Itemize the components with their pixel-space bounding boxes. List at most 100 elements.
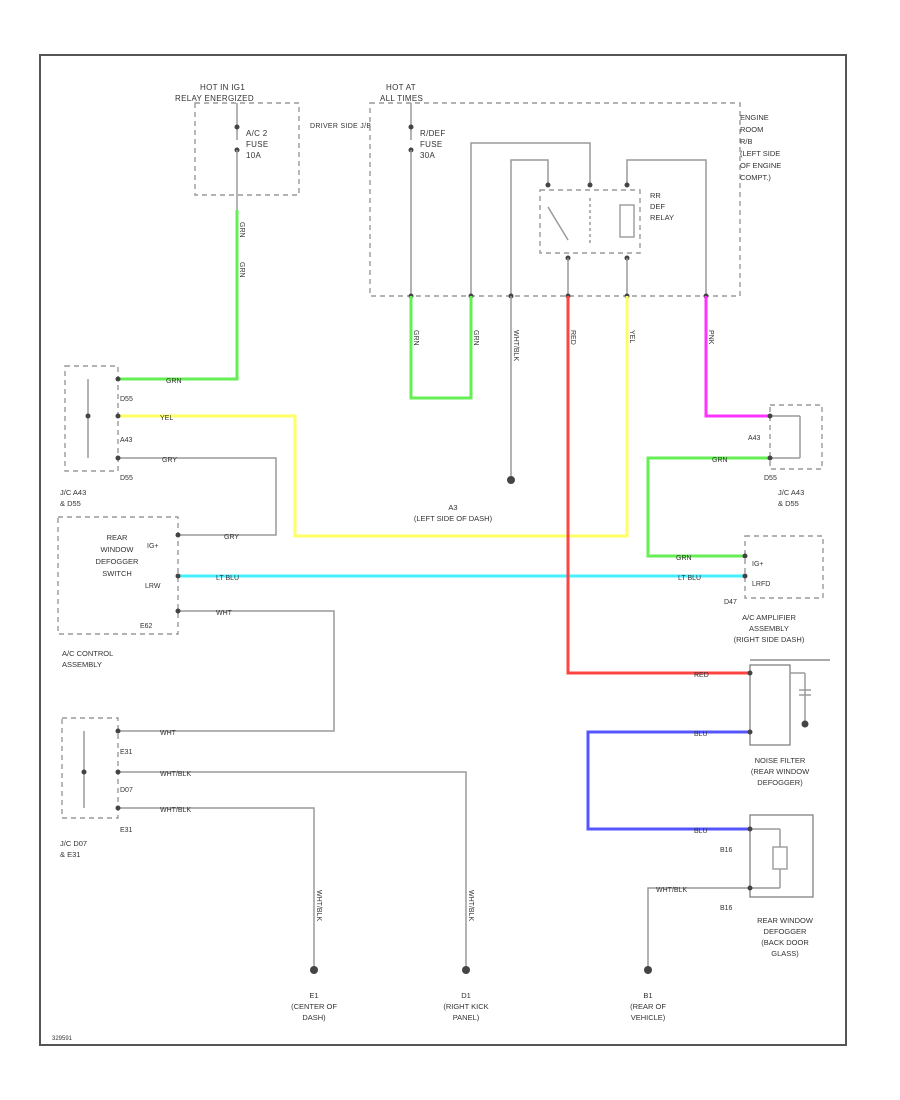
hot-at-label: HOT AT (386, 83, 416, 92)
wire-layer (118, 210, 770, 968)
wht-blk-wire-defogger (647, 887, 750, 968)
fuse-ac2-terminal-top (234, 124, 240, 130)
wire-label-wht-1: WHT (216, 610, 233, 617)
jc-a43-right-pin-2 (767, 455, 773, 461)
jc-a43-left-conn-d55: D55 (120, 396, 133, 403)
driver-side-junction-block: HOT IN IG1 RELAY ENERGIZED DRIVER SIDE J… (175, 83, 371, 210)
jc-d07-conn-e31: E31 (120, 749, 133, 756)
wire-label-grn-3: GRN (166, 378, 182, 385)
switch-pin-ig-label: IG+ (147, 543, 158, 550)
ground-points: A3 (LEFT SIDE OF DASH) E1 (CENTER OF DAS… (291, 476, 666, 1022)
ground-a3-label: A3 (LEFT SIDE OF DASH) (413, 503, 493, 523)
ground-a3 (507, 476, 515, 484)
wire-label-lt-blu-1: LT BLU (216, 575, 239, 582)
junction-block-label: DRIVER SIDE J/B (310, 123, 371, 130)
amp-pin-ig-label: IG+ (752, 561, 763, 568)
defogger-box (749, 814, 814, 898)
wire-label-lt-blu-2: LT BLU (678, 575, 701, 582)
rear-window-defogger: B16 B16 REAR WINDOW DEFOGGER (BACK DOOR … (720, 814, 814, 958)
jc-a43-right-box (769, 404, 823, 470)
jc-d07-pin-2 (115, 769, 121, 775)
jc-a43-left-pin-3 (115, 455, 121, 461)
switch-pin-e62-label: E62 (140, 623, 153, 630)
jc-a43-right-conn-a43: A43 (748, 435, 761, 442)
noise-filter-pin-1 (747, 670, 753, 676)
jc-a43-left-bus-node (85, 413, 91, 419)
jc-d07-label: J/C D07 & E31 (60, 839, 88, 859)
all-times-label: ALL TIMES (380, 94, 423, 103)
wire-label-yel-2: YEL (628, 330, 635, 343)
wire-label-red-2: RED (694, 672, 709, 679)
jc-d07-conn-d07: D07 (120, 787, 133, 794)
relay-switch-out (626, 159, 707, 296)
defogger-pin-1 (747, 826, 753, 832)
ground-b1 (644, 966, 652, 974)
relay-pin-2 (587, 182, 593, 188)
jc-a43-left-conn-a43: A43 (120, 437, 133, 444)
jc-a43-right-pin-1 (767, 413, 773, 419)
engine-room-box (369, 102, 741, 297)
red-wire (566, 296, 750, 675)
jc-a43-right-label: J/C A43 & D55 (778, 488, 805, 508)
ac-control-label-box: A/C CONTROL ASSEMBLY (62, 649, 114, 669)
jc-d07-box (61, 717, 119, 819)
wire-label-pnk: PNK (707, 330, 714, 345)
wire-label-wht-blk-1: WHT/BLK (160, 771, 191, 778)
relay-contact (547, 206, 569, 241)
ac-control-label: A/C CONTROL ASSEMBLY (62, 649, 114, 669)
relay-coil-feed (470, 142, 591, 296)
jc-a43-right: A43 D55 J/C A43 & D55 (748, 404, 823, 508)
junction-block-box (194, 102, 300, 196)
switch-label-box: REAR WINDOW DEFOGGER SWITCH (96, 533, 139, 578)
green-wire-right (646, 456, 770, 558)
wire-label-wht-2: WHT (160, 730, 177, 737)
amp-conn-d47: D47 (724, 599, 737, 606)
wire-label-blu-2: BLU (694, 828, 708, 835)
jc-a43-left-box (64, 365, 119, 472)
ac-amplifier-connector: IG+ LRFD D47 A/C AMPLIFIER ASSEMBLY (RIG… (724, 535, 824, 644)
corner-code: 329591 (52, 1036, 73, 1042)
wire-label-wht-blk-5: WHT/BLK (656, 887, 687, 894)
jc-d07: E31 D07 E31 J/C D07 & E31 (60, 717, 133, 859)
gry-wire-left (118, 457, 277, 536)
engine-room-text: ENGINE ROOM R/B (LEFT SIDE OF ENGINE COM… (740, 113, 782, 182)
diagram-frame (39, 54, 847, 1046)
ground-b1-label-box: B1 (REAR OF VEHICLE) (630, 991, 666, 1022)
noise-filter-label: NOISE FILTER (REAR WINDOW DEFOGGER) (750, 756, 810, 787)
defogger-element (772, 846, 788, 870)
amp-pin-lrfd (742, 573, 748, 579)
wht-blk-wire-d07 (118, 807, 315, 968)
engine-room-relay-block: HOT AT ALL TIMES ENGINE ROOM R/B (LEFT S… (369, 83, 782, 299)
fuse-ac2-rating: 10A (246, 151, 261, 160)
hot-ig1-label: HOT IN IG1 (200, 83, 245, 92)
yellow-wire (118, 296, 629, 538)
ground-d1-label-box: D1 (RIGHT KICK PANEL) (443, 991, 489, 1022)
relay-energized-label: RELAY ENERGIZED (175, 94, 254, 103)
relay-switch-feed (510, 159, 549, 296)
wht-wire-left (118, 610, 335, 732)
wire-label-grn-4: GRN (412, 330, 419, 346)
switch-pin-ig (175, 532, 181, 538)
wire-label-yel-1: YEL (160, 415, 173, 422)
switch-pin-lrw-label: LRW (145, 583, 161, 590)
noise-filter: NOISE FILTER (REAR WINDOW DEFOGGER) (747, 659, 830, 787)
fuse-rdef-terminal-top (408, 124, 414, 130)
defogger-conn-b16b: B16 (720, 905, 733, 912)
defogger-label: REAR WINDOW DEFOGGER (BACK DOOR GLASS) (757, 916, 813, 958)
ground-e1-label-box: E1 (CENTER OF DASH) (291, 991, 337, 1022)
magenta-wire (704, 296, 770, 418)
jc-d07-conn-e31b: E31 (120, 827, 133, 834)
relay-box (539, 189, 641, 254)
fuse-ac2-word: FUSE (246, 140, 269, 149)
ground-d1-label: D1 (RIGHT KICK PANEL) (443, 991, 489, 1022)
blue-wire (586, 730, 750, 831)
jc-a43-left-pin-2 (115, 413, 121, 419)
wire-label-blu-1: BLU (694, 731, 708, 738)
jc-d07-pin-1 (115, 728, 121, 734)
defogger-conn-b16a: B16 (720, 847, 733, 854)
relay-coil (619, 204, 635, 238)
jc-d07-pin-3 (115, 805, 121, 811)
defogger-pin-2 (747, 885, 753, 891)
noise-filter-box (749, 664, 791, 746)
